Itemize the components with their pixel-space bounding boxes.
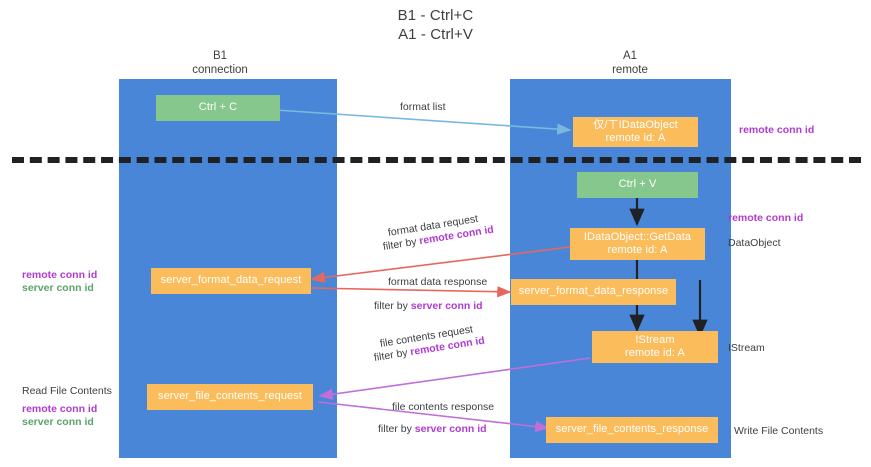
gutter-left-file-remote-conn-id: remote conn id	[22, 403, 98, 415]
node-idataobject[interactable]: 仅/ㄒIDataObject remote id: A	[573, 117, 698, 147]
gutter-left-read-file-contents: Read File Contents	[22, 385, 112, 397]
title-line-2: A1 - Ctrl+V	[398, 26, 473, 43]
node-idataobject-label: 仅/ㄒIDataObject	[593, 118, 678, 131]
node-idataobject-getdata-sublabel: remote id: A	[607, 244, 668, 256]
node-istream-label: IStream	[635, 333, 675, 346]
node-server-format-data-request-label: server_format_data_request	[160, 274, 302, 287]
gutter-right-write-file-contents: Write File Contents	[734, 425, 824, 437]
edge-label-file-contents-response-filter: filter by server conn id	[378, 422, 487, 436]
gutter-right-dataobject: DataObject	[728, 237, 781, 249]
gutter-right-getdata-remote-conn-id: remote conn id	[728, 212, 804, 224]
gutter-left-file-server-conn-id: server conn id	[22, 416, 94, 428]
node-istream[interactable]: IStream remote id: A	[592, 331, 718, 363]
title-line-1: B1 - Ctrl+C	[397, 7, 474, 24]
filter-prefix: filter by	[374, 300, 411, 312]
filter-prefix: filter by	[378, 423, 415, 435]
lane-header-a1-line2: remote	[612, 64, 648, 76]
filter-prefix: filter by	[373, 346, 412, 364]
filter-key-server-conn-id: server conn id	[414, 423, 487, 435]
edge-label-format-data-response-filter: filter by server conn id	[374, 299, 483, 313]
gutter-left-format-server-conn-id: server conn id	[22, 282, 94, 294]
page-title: B1 - Ctrl+C A1 - Ctrl+V	[0, 6, 871, 44]
node-server-format-data-request[interactable]: server_format_data_request	[151, 268, 311, 294]
filter-key-server-conn-id: server conn id	[410, 300, 483, 312]
lane-header-a1: A1 remote	[540, 49, 720, 77]
node-server-file-contents-request[interactable]: server_file_contents_request	[147, 384, 313, 410]
node-idataobject-sublabel: remote id: A	[605, 132, 666, 144]
edge-label-format-data-response: format data response	[388, 276, 488, 288]
node-server-file-contents-response-label: server_file_contents_response	[555, 423, 709, 436]
node-ctrl-c[interactable]: Ctrl + C	[156, 95, 280, 121]
node-idataobject-getdata[interactable]: IDataObject::GetData remote id: A	[570, 228, 705, 260]
lane-header-b1-line2: connection	[192, 64, 248, 76]
node-ctrl-c-label: Ctrl + C	[198, 101, 238, 114]
gutter-right-istream: IStream	[728, 342, 765, 354]
lane-header-b1-line1: B1	[212, 50, 228, 62]
node-server-file-contents-response[interactable]: server_file_contents_response	[546, 417, 718, 443]
node-ctrl-v-label: Ctrl + V	[618, 178, 657, 191]
lane-header-a1-line1: A1	[622, 50, 638, 62]
gutter-left-format-remote-conn-id: remote conn id	[22, 269, 98, 281]
node-ctrl-v[interactable]: Ctrl + V	[577, 172, 698, 198]
node-server-file-contents-request-label: server_file_contents_request	[157, 390, 303, 403]
phase-divider	[12, 157, 861, 163]
filter-prefix: filter by	[382, 235, 421, 253]
gutter-right-top-remote-conn-id: remote conn id	[739, 124, 815, 136]
node-server-format-data-response-label: server_format_data_response	[518, 285, 669, 298]
node-istream-sublabel: remote id: A	[625, 347, 685, 359]
edge-label-format-list: format list	[400, 101, 446, 113]
lane-header-b1: B1 connection	[140, 49, 300, 77]
node-server-format-data-response[interactable]: server_format_data_response	[511, 279, 676, 305]
node-idataobject-getdata-label: IDataObject::GetData	[583, 230, 692, 243]
edge-label-file-contents-response: file contents response	[392, 401, 495, 413]
